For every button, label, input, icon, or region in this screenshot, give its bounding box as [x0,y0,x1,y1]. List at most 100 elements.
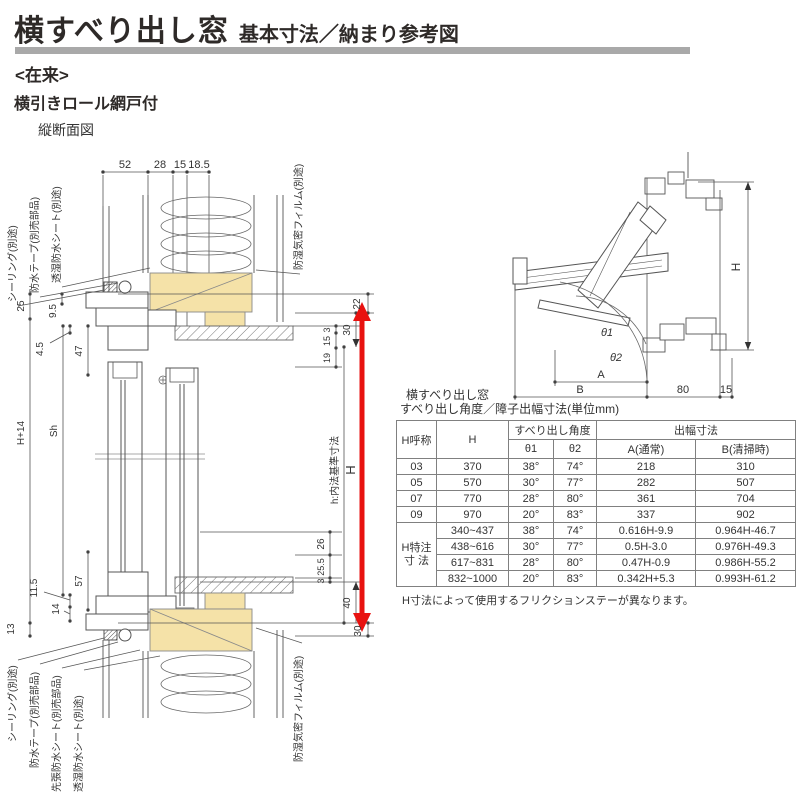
page-title: 横すべり出し窓 [14,15,229,48]
col-header-h: H [436,420,509,459]
right-dimension-labels: 22 30 3 15 19 h:内法基準寸法 H 26 25.5 3 40 30 [316,298,364,637]
dim-11-5: 11.5 [29,578,40,597]
projection-dimension-labels: A B 80 15 H [576,263,743,396]
dim-9-5: 9.5 [48,304,59,318]
dim-h-inner-label: h:内法基準寸法 [328,436,341,504]
cell: 438~616 [436,538,509,555]
dim-40: 40 [342,597,353,609]
cell: 0.47H-0.9 [596,554,697,571]
interior-board-hatch-top [174,325,294,341]
cell: 0.342H+5.3 [596,570,697,587]
callout-labels-bottom: シーリング(別途) 防水テープ(別売部品) 先張防水シート(別売部品) 透湿防水… [6,656,305,792]
callout-labels-top: シーリング(別途) 防水テープ(別売部品) 透湿防水シート(別途) 防湿気密フィ… [6,164,305,302]
dim-14: 14 [51,603,62,615]
cell: 77° [552,474,598,491]
lower-wall-section [102,576,294,718]
dim-30-bottom: 30 [353,625,364,637]
dim-3-bottom: 3 [316,578,326,583]
callout-sealing-top: シーリング(別途) [6,225,19,302]
cell: 617~831 [436,554,509,571]
angle-labels: θ1 θ2 [601,327,622,364]
page-header: 横すべり出し窓基本寸法／納まり参考図 [14,6,459,50]
product-variant-label: 横引きロール網戸付 [14,96,159,113]
dim-4-5: 4.5 [35,342,46,356]
red-height-arrow [353,302,371,632]
cell: 74° [552,458,598,475]
cell: 570 [436,474,509,491]
cell: 38° [508,458,554,475]
cell: 20° [508,570,554,587]
window-sill-frame [85,571,177,642]
right-dimension-lines [118,292,374,638]
dim-13: 13 [6,623,17,635]
cell: 0.5H-3.0 [596,538,697,555]
cell: 77° [552,538,598,555]
cell: 507 [695,474,797,491]
left-dimension-labels: 25 9.5 4.5 47 H+14 Sh 57 11.5 14 13 [6,300,85,635]
dim-b-label: B [576,384,583,396]
dim-h-label: H [343,465,358,474]
left-dimension-lines [28,292,90,638]
cell: 770 [436,490,509,507]
page-subtitle: 基本寸法／納まり参考図 [238,24,459,46]
cell: 0.964H-46.7 [695,522,797,539]
cell: 07 [396,490,437,507]
cell: 09 [396,506,437,523]
dim-h-plus-14: H+14 [16,420,27,445]
series-tag: <在来> [15,66,69,85]
table-caption-line1: 横すべり出し窓 [406,388,490,402]
cell: 0.616H-9.9 [596,522,697,539]
col-header-h-name: H呼称 [396,420,437,459]
cell: 0.976H-49.3 [695,538,797,555]
opening-angle-drawing: θ1 θ2 A B 80 15 H [512,152,754,400]
dim-25: 25 [16,300,27,312]
cell: 832~1000 [436,570,509,587]
cell: 83° [552,570,598,587]
sealing-bead-bottom [118,628,132,642]
sealing-bead-top [118,280,132,294]
window-head-frame [85,280,177,385]
opened-sash [512,201,669,327]
dim-19: 19 [322,353,332,363]
col-header-projection: 出幅寸法 [596,420,797,440]
col-header-slide-angle: すべり出し角度 [507,420,598,440]
cell: 80° [552,554,598,571]
cell: 282 [596,474,697,491]
cell: 902 [695,506,797,523]
dim-26: 26 [316,538,327,550]
cell: 970 [436,506,509,523]
cell: 340~437 [436,522,509,539]
table-note: H寸法によって使用するフリクションステーが異なります。 [402,595,694,607]
insulation-batt-top [160,196,252,274]
theta2-label: θ2 [610,352,622,364]
dim-h-label-right: H [729,263,743,272]
callout-leaders-top [17,267,301,307]
cell: 337 [596,506,697,523]
cell: 83° [552,506,598,523]
dim-3-top: 3 [322,327,332,332]
spec-table-block: 横すべり出し窓 すべり出し角度／障子出幅寸法(単位mm) H呼称 H すべり出し… [396,388,798,608]
cell: 28° [508,490,554,507]
table-caption-line2: すべり出し角度／障子出幅寸法(単位mm) [400,402,620,416]
cell: 361 [596,490,697,507]
col-header-theta1: θ1 [508,439,554,459]
cell: 30° [508,474,554,491]
cell: 74° [552,522,598,539]
callout-leaders-bottom [17,627,303,671]
dim-30-top: 30 [342,324,353,336]
callout-breathable-sheet-bottom: 透湿防水シート(別途) [72,695,85,792]
section-drawing-label: 縦断面図 [38,122,94,138]
cell: 05 [396,474,437,491]
jamb-top-section [644,152,723,211]
wall-face-lines [514,178,733,400]
callout-vapor-film-top: 防湿気密フィルム(別途) [292,164,305,270]
dim-18-5: 18.5 [188,159,209,171]
interior-board-hatch-bottom [174,576,294,594]
dim-47: 47 [74,345,85,357]
